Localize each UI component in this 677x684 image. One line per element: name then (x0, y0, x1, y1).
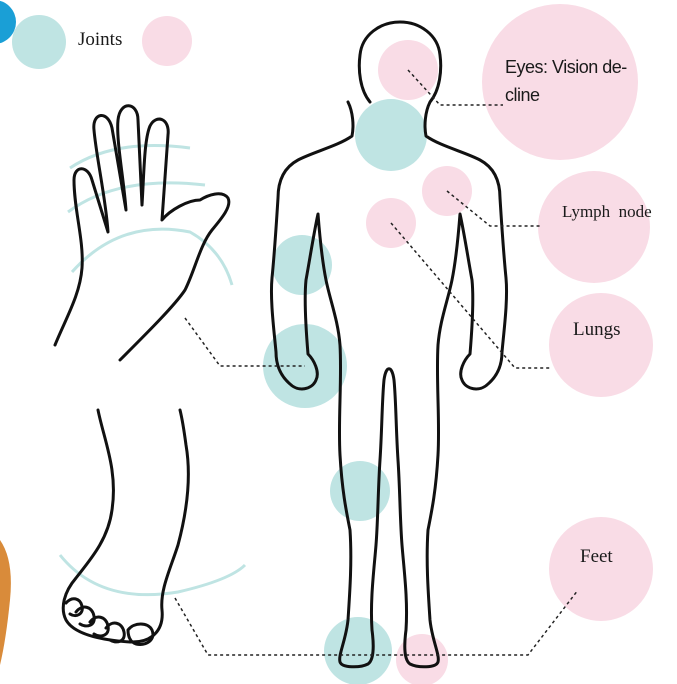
partial-orange-icon (0, 540, 11, 665)
eyes-label: Eyes: Vision de- cline (505, 53, 645, 109)
lymph-label: Lymph node (562, 202, 652, 222)
knee-joint-highlight (330, 461, 390, 521)
eyes-label-line1: Eyes: Vision de- (505, 57, 627, 77)
eyes-label-line2: cline (505, 85, 540, 105)
feet-label: Feet (580, 546, 613, 568)
lungs-label-circle (549, 293, 653, 397)
lungs-label: Lungs (573, 319, 621, 341)
lymph-label-circle (538, 171, 650, 283)
legend-joints-swatch (12, 15, 66, 69)
legend-joints-label: Joints (78, 29, 122, 51)
hand-arcs (68, 146, 232, 286)
neck-joint-highlight (355, 99, 427, 171)
legend-other-swatch (142, 16, 192, 66)
ankle-joint-highlight (324, 617, 392, 684)
feet-label-circle (549, 517, 653, 621)
hand-outline (55, 106, 229, 360)
foot-outline (63, 410, 188, 644)
